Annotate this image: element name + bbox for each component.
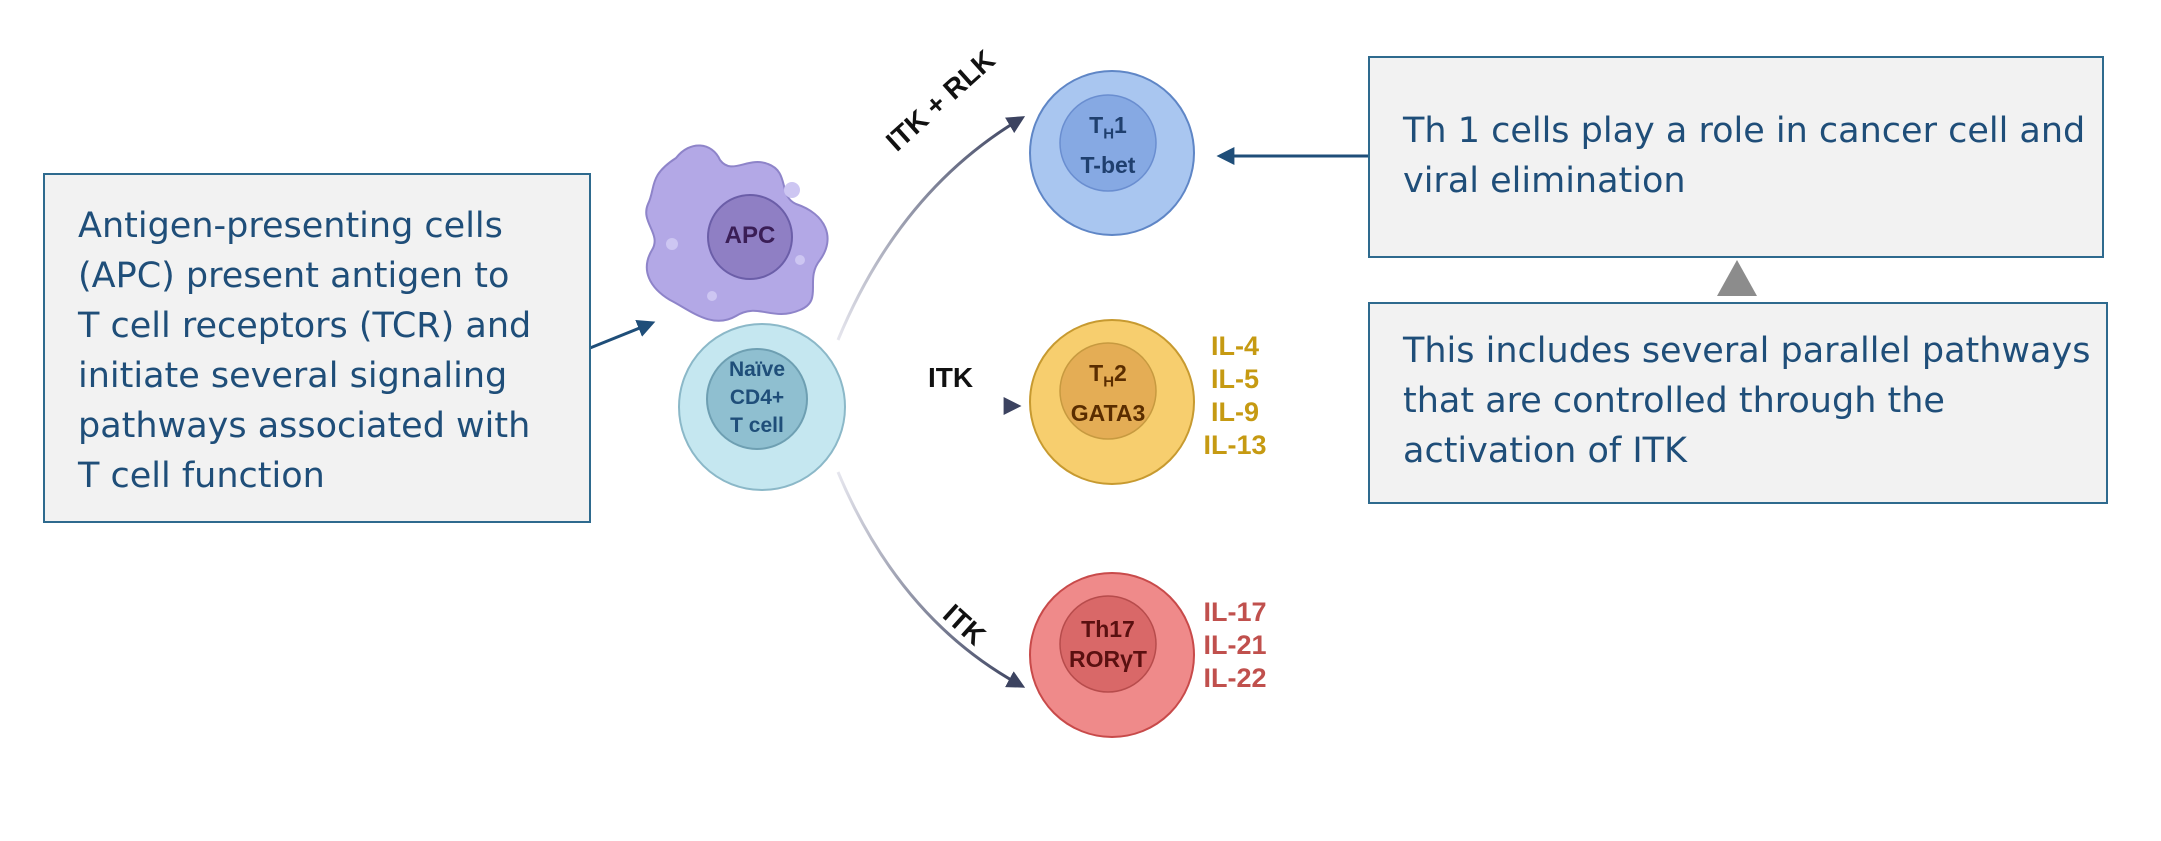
naive-label-line: CD4+ [729, 386, 785, 409]
cytokine: IL-21 [1203, 630, 1267, 660]
apc-label: APC [724, 222, 776, 249]
th2-factor: GATA3 [1070, 399, 1146, 426]
cytokine: IL-13 [1203, 430, 1267, 460]
naive-label-line: T cell [730, 414, 784, 437]
apc-vesicle [795, 255, 805, 265]
th2-label: TH2 GATA3 [1048, 358, 1168, 428]
box-line: (APC) present antigen to [78, 256, 510, 296]
naive-label-line: Naïve [728, 358, 786, 381]
th2-name: TH2 [1089, 360, 1127, 391]
cytokine: IL-5 [1210, 364, 1259, 394]
arrow-to-th1 [836, 116, 1026, 341]
up-triangle-icon [1717, 260, 1757, 296]
th1-cell-nucleus [1059, 94, 1157, 192]
th1-description-box: Th 1 cells play a role in cancer cell an… [1368, 56, 2104, 258]
box-line: viral elimination [1403, 161, 1686, 201]
box-line: initiate several signaling [78, 356, 508, 396]
apc-vesicle [784, 182, 800, 198]
th2-cell-nucleus [1059, 342, 1157, 440]
th17-cytokines: IL-17 IL-21 IL-22 [1200, 596, 1270, 695]
th17-factor: RORγT [1069, 646, 1147, 672]
box-line: T cell function [78, 456, 325, 496]
itk-description-box: This includes several parallel pathways … [1368, 302, 2108, 504]
th17-cell-nucleus [1059, 595, 1157, 693]
pathway-label-th2: ITK [928, 362, 974, 393]
left-box-arrow [589, 320, 656, 350]
box-line: Th 1 cells play a role in cancer cell an… [1403, 111, 2086, 151]
cytokine: IL-4 [1210, 331, 1259, 361]
apc-description-box: Antigen-presenting cells (APC) present a… [43, 173, 591, 523]
th2-cytokines: IL-4 IL-5 IL-9 IL-13 [1200, 330, 1270, 462]
box-line: activation of ITK [1403, 431, 1687, 471]
th17-label: Th17 RORγT [1048, 614, 1168, 674]
th1-factor: T-bet [1080, 151, 1136, 178]
cytokine: IL-9 [1210, 397, 1259, 427]
th1-name: TH1 [1089, 112, 1127, 143]
apc-vesicle [707, 291, 717, 301]
cytokine: IL-17 [1203, 597, 1267, 627]
th17-name: Th17 [1081, 616, 1135, 642]
naive-t-cell-label: Naïve CD4+ T cell [702, 356, 812, 440]
th1-label: TH1 T-bet [1048, 110, 1168, 180]
apc-nucleus [707, 194, 793, 280]
cytokine: IL-22 [1203, 663, 1267, 693]
naive-t-cell-nucleus [706, 348, 808, 450]
box-line: Antigen-presenting cells [78, 206, 503, 246]
box-line: T cell receptors (TCR) and [78, 306, 532, 346]
box-line: This includes several parallel pathways [1403, 331, 2091, 371]
apc-vesicle [666, 238, 678, 250]
box-line: pathways associated with [78, 406, 531, 446]
box-line: that are controlled through the [1403, 381, 1945, 421]
arrow-to-th17 [836, 471, 1026, 688]
